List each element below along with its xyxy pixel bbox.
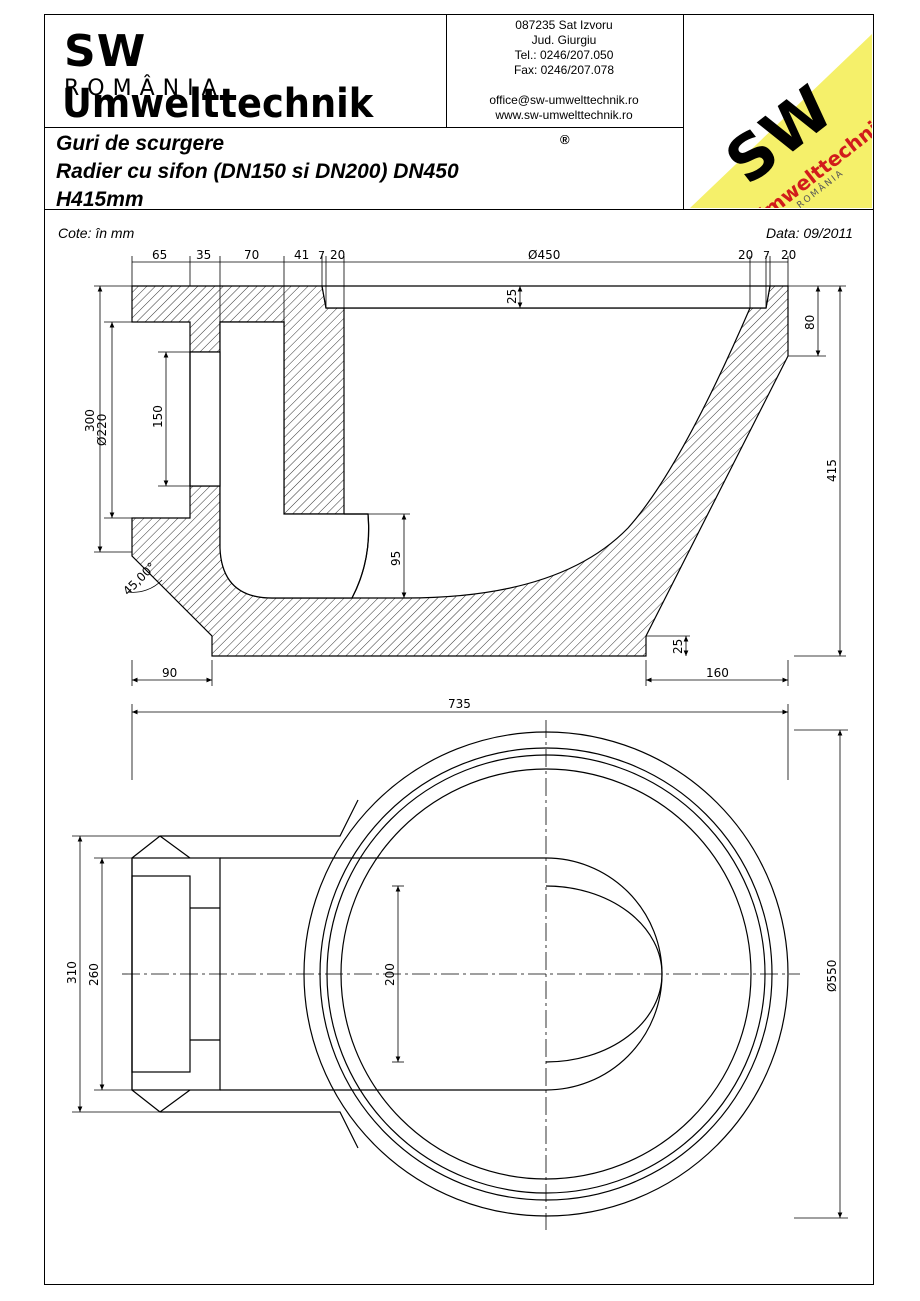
brand-umwelttechnik: Umwelttechnik	[62, 81, 374, 127]
sw-logo: SW Umwelttechnik ROMÂNIA	[690, 34, 872, 208]
dim-90: 90	[162, 666, 177, 680]
title-line-3: H415mm	[56, 188, 144, 211]
dim-25-top: 25	[505, 289, 519, 304]
header-divider-logo	[683, 14, 684, 209]
dim-20: 20	[330, 248, 345, 262]
section-view	[131, 285, 789, 657]
dim-80: 80	[803, 315, 817, 330]
dim-d450: Ø450	[528, 248, 560, 262]
dim-35: 35	[196, 248, 211, 262]
dim-d220: Ø220	[95, 414, 109, 446]
section-top-lip	[321, 285, 771, 309]
header-divider-bottom	[44, 209, 874, 210]
contact-county: Jud. Giurgiu	[531, 33, 597, 47]
plan-centerlines	[122, 720, 800, 1230]
section-siphon	[344, 513, 370, 599]
section-body	[131, 285, 789, 657]
contact-address: 087235 Sat Izvoru	[515, 18, 613, 32]
drawing-frame	[44, 14, 874, 1285]
dim-260: 260	[87, 963, 101, 986]
dim-angle: 45,00°	[120, 560, 158, 598]
dim-735: 735	[448, 697, 471, 711]
contact-web[interactable]: www.sw-umwelttechnik.ro	[495, 108, 633, 122]
registered-mark: ®	[560, 132, 570, 147]
contact-email[interactable]: office@sw-umwelttechnik.ro	[489, 93, 639, 107]
dim-d550: Ø550	[825, 960, 839, 992]
drawing-date: Data: 09/2011	[766, 225, 853, 241]
units-note: Cote: în mm	[58, 225, 135, 241]
section-inlet-opening	[189, 351, 221, 487]
dim-41: 41	[294, 248, 309, 262]
dim-70: 70	[244, 248, 259, 262]
dim-150: 150	[151, 405, 165, 428]
dim-200: 200	[383, 963, 397, 986]
title-line-2: Radier cu sifon (DN150 si DN200) DN450	[56, 160, 459, 183]
brand-romania: ROMÂNIA	[64, 76, 225, 101]
title-line-1: Guri de scurgere	[56, 132, 225, 155]
dim-65: 65	[152, 248, 167, 262]
header-divider-middle	[44, 127, 684, 128]
logo-yellow-triangle	[690, 34, 872, 208]
contact-block: 087235 Sat Izvoru Jud. Giurgiu Tel.: 024…	[448, 18, 680, 123]
brand-sw: SW	[64, 26, 147, 77]
dim-310: 310	[65, 961, 79, 984]
header-divider-contact	[446, 14, 447, 127]
dim-7-right: 7	[763, 249, 770, 262]
dim-20-right-b: 20	[781, 248, 796, 262]
contact-tel: Tel.: 0246/207.050	[514, 48, 614, 62]
dim-300: 300	[83, 409, 97, 432]
plan-dimension-texts: 735 310 260 200 Ø550	[65, 697, 839, 992]
dim-7: 7	[318, 249, 325, 262]
drawing-title: Guri de scurgere Radier cu sifon (DN150 …	[56, 130, 459, 214]
plan-dimensions	[72, 704, 848, 1219]
dim-160: 160	[706, 666, 729, 680]
dim-95: 95	[389, 551, 403, 566]
dim-415: 415	[825, 459, 839, 482]
dim-25-bottom: 25	[671, 639, 685, 654]
contact-fax: Fax: 0246/207.078	[513, 63, 615, 77]
section-dimensions	[94, 256, 846, 686]
dim-20-right-a: 20	[738, 248, 753, 262]
